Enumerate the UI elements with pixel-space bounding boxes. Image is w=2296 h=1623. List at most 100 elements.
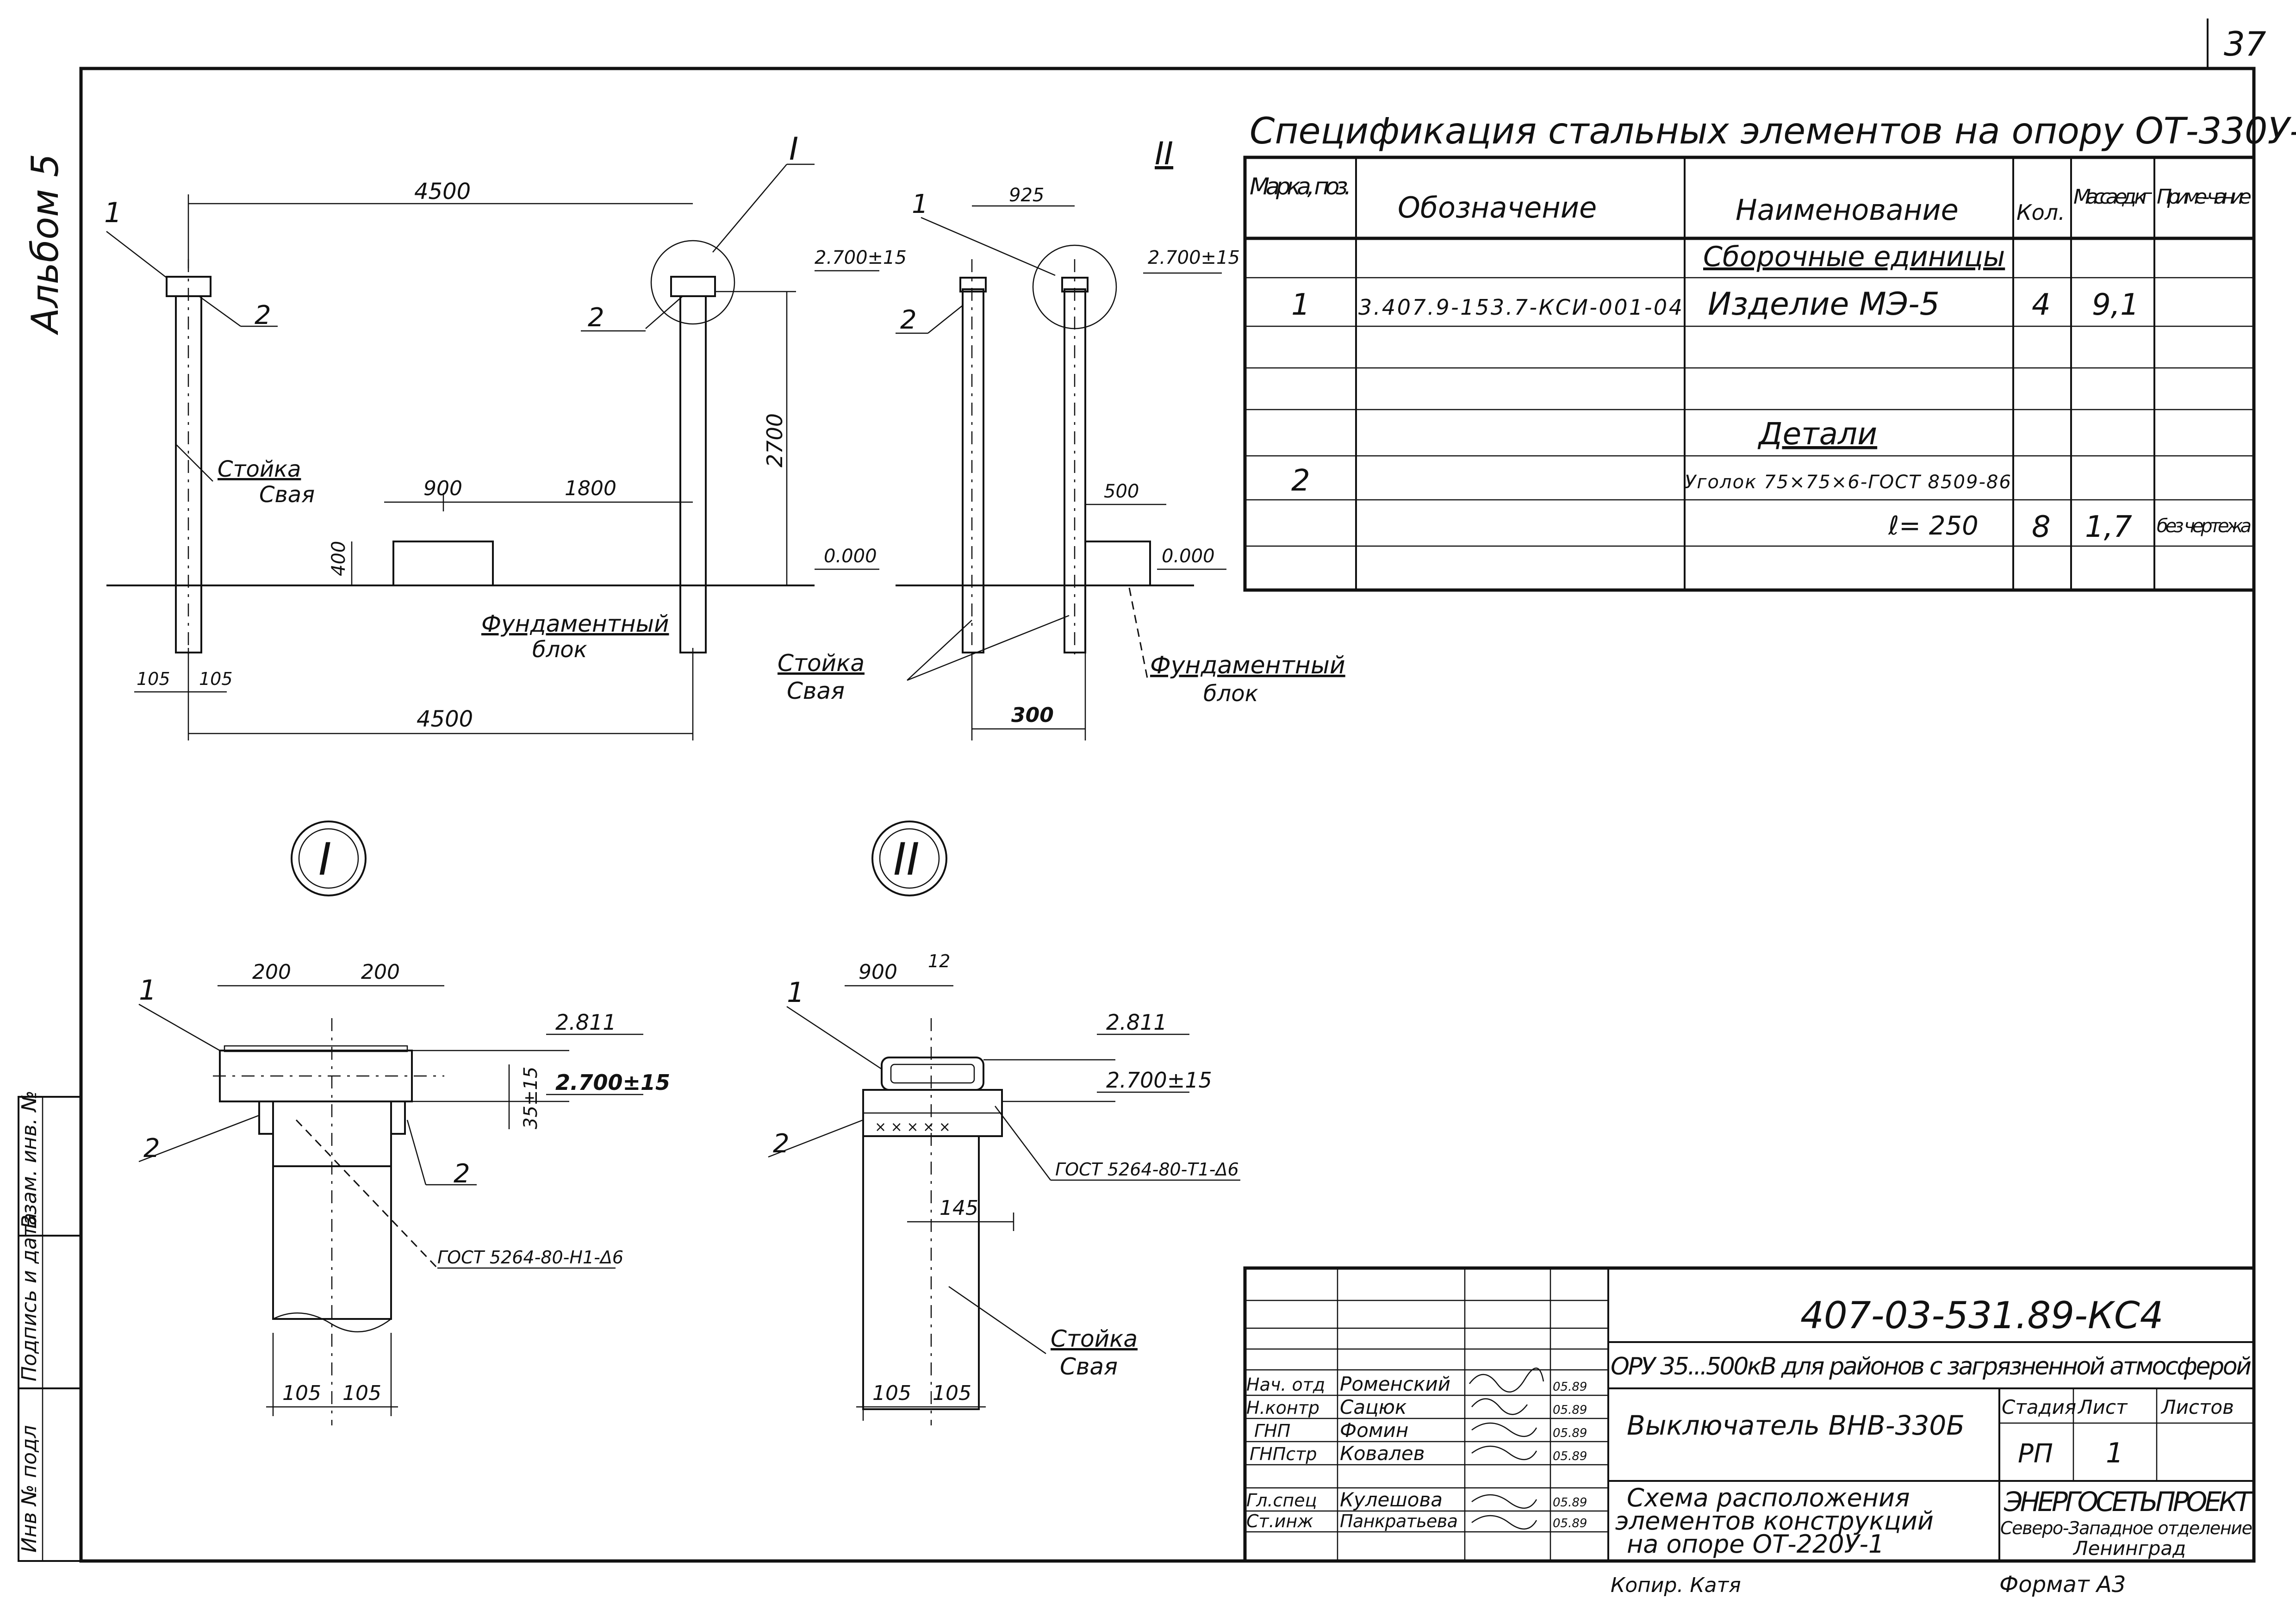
dim-500: 500	[1104, 481, 1139, 502]
dim-105-a: 105	[137, 669, 170, 689]
pos2-front-b: 2	[588, 303, 604, 333]
view-front: 4500 4500 900 1800 400 2700 2.700±15 0.0…	[104, 131, 907, 740]
format-label: Формат А3	[1999, 1572, 2126, 1598]
signature-scribble	[1471, 1515, 1537, 1530]
d1-pos2-b: 2	[454, 1159, 470, 1189]
dim-4500-top: 4500	[414, 179, 471, 205]
tb-person: Сацюк	[1340, 1396, 1407, 1418]
detail-marker-I: I	[291, 821, 367, 896]
copied-by: Копир. Катя	[1611, 1573, 1741, 1597]
tb-sheet: 1	[2106, 1437, 2123, 1469]
d1-dim-105-a: 105	[282, 1381, 321, 1405]
tb-date: 05.89	[1553, 1426, 1587, 1440]
tb-org-3: Ленинград	[2072, 1537, 2186, 1560]
tb-role: Н.контр	[1246, 1398, 1319, 1418]
spec-row1-name: Изделие МЭ-5	[1708, 286, 1940, 323]
d1-dim-200-a: 200	[252, 960, 291, 984]
spec-title: Спецификация стальных элементов на опору…	[1250, 111, 2296, 152]
detail-marker-II-text: II	[893, 833, 920, 885]
spec-section-parts: Детали	[1757, 416, 1877, 452]
signature-scribble	[1471, 1422, 1537, 1437]
detail-I: 200 200 2.811 2.700±15 35±15 105 105 1 2…	[138, 960, 670, 1425]
d1-level-mid: 2.700±15	[555, 1070, 670, 1095]
detail-marker-II: II	[871, 821, 947, 896]
spec-row3-qty: 8	[2032, 510, 2051, 544]
pile-label-front-a: Стойка	[218, 456, 301, 482]
spec-row1-mass: 9,1	[2092, 288, 2139, 322]
dim-2700: 2700	[762, 413, 787, 467]
signature-scribble	[1471, 1398, 1528, 1415]
tb-people: Нач. отд Роменский 05.89 Н.контр Сацюк 0…	[1246, 1368, 1587, 1531]
d1-dim-35: 35±15	[520, 1067, 541, 1129]
tb-role: Гл.спец	[1246, 1490, 1317, 1511]
tb-date: 05.89	[1553, 1403, 1587, 1417]
spec-header-mark: Марка, поз.	[1250, 173, 1351, 200]
d1-pos1: 1	[139, 974, 156, 1007]
dim-900: 900	[423, 477, 462, 500]
dim-400: 400	[328, 541, 349, 576]
level-zero-2: 0.000	[1162, 546, 1215, 567]
side-stamp-sign: Подпись и дата	[18, 1213, 41, 1381]
tb-sheet-title-3: на опоре ОТ-220У-1	[1627, 1530, 1884, 1559]
signature-scribble	[1469, 1368, 1544, 1393]
side-stamp: Инв № подл Подпись и дата Взам. инв. №	[18, 1090, 82, 1562]
d2-dim-105-b: 105	[933, 1381, 971, 1405]
dim-4500-bottom: 4500	[417, 706, 473, 732]
side-stamp-inv: Инв № подл	[18, 1425, 41, 1553]
pile-label-front-b: Свая	[259, 482, 315, 508]
tb-sheets-header: Листов	[2160, 1396, 2234, 1418]
page-number: 37	[2224, 25, 2266, 63]
spec-header-designation: Обозначение	[1398, 191, 1597, 224]
tb-stage-header: Стадия	[2002, 1396, 2076, 1418]
tb-role: ГНПстр	[1250, 1444, 1317, 1464]
tb-role: Нач. отд	[1246, 1374, 1325, 1395]
d2-dim-145: 145	[940, 1196, 978, 1220]
spec-header-name: Наименование	[1736, 193, 1959, 227]
detail-II: × × × × × 900 12 2.811 2.700±15 145 105 …	[768, 951, 1240, 1425]
pile-label-side-b: Свая	[787, 678, 845, 704]
spec-header-qty: Кол.	[2016, 200, 2065, 225]
found-label-side-a: Фундаментный	[1150, 652, 1345, 679]
d1-pos2-a: 2	[143, 1133, 160, 1163]
spec-row2-mark: 2	[1291, 464, 1310, 498]
tb-project: ОРУ 35...500кВ для районов с загрязненно…	[1611, 1353, 2252, 1380]
d2-level-mid: 2.700±15	[1106, 1068, 1212, 1093]
tb-sheet-header: Лист	[2077, 1396, 2128, 1418]
d1-level-top: 2.811	[555, 1010, 616, 1035]
tb-person: Роменский	[1340, 1373, 1450, 1395]
d2-dim-900: 900	[859, 960, 897, 984]
view-side: 925 500 300 2.700±15 0.000 1 2 II Стойка…	[778, 136, 1345, 740]
tb-sheet-title-2: элементов конструкций	[1615, 1506, 1934, 1536]
tb-person: Фомин	[1340, 1419, 1408, 1442]
spec-section-assembly: Сборочные единицы	[1703, 241, 2005, 273]
sheet-frame: 37 Альбом 5	[24, 19, 2266, 1563]
level-zero-1: 0.000	[824, 546, 877, 567]
pos1-side: 1	[912, 189, 928, 219]
spec-row3-note: без чертежа	[2157, 516, 2252, 537]
title-block: 407-03-531.89-КС4 ОРУ 35...500кВ для рай…	[1243, 1266, 2256, 1563]
spec-header-note: Приме- чание	[2157, 185, 2252, 209]
tb-role: Ст.инж	[1246, 1511, 1313, 1531]
spec-row3-name: ℓ= 250	[1888, 511, 1979, 541]
tb-date: 05.89	[1553, 1496, 1587, 1510]
found-label-front-b: блок	[532, 637, 587, 663]
signature-scribble	[1471, 1445, 1537, 1461]
tb-date: 05.89	[1553, 1380, 1587, 1394]
side-stamp-replace: Взам. инв. №	[18, 1090, 41, 1229]
found-label-side-b: блок	[1203, 681, 1258, 707]
dim-105-b: 105	[199, 669, 233, 689]
d1-gost: ГОСТ 5264-80-Н1-Δ6	[437, 1247, 623, 1268]
d2-pile-a: Стойка	[1051, 1325, 1138, 1352]
d2-pos2: 2	[773, 1129, 790, 1159]
tb-object: Выключатель ВНВ-330Б	[1627, 1410, 1965, 1441]
d1-dim-105-b: 105	[342, 1381, 381, 1405]
spec-row1-qty: 4	[2032, 288, 2051, 322]
tb-sheet-title-1: Схема расположения	[1627, 1483, 1910, 1512]
tb-stage: РП	[2018, 1439, 2053, 1469]
pos2-front-a: 2	[255, 300, 271, 330]
spec-row3-mass: 1,7	[2085, 510, 2132, 544]
signature-scribble	[1471, 1494, 1537, 1509]
level-top-1: 2.700±15	[815, 247, 907, 268]
tb-role: ГНП	[1254, 1421, 1290, 1441]
d2-weld-marks-1: × × × × ×	[875, 1119, 951, 1135]
